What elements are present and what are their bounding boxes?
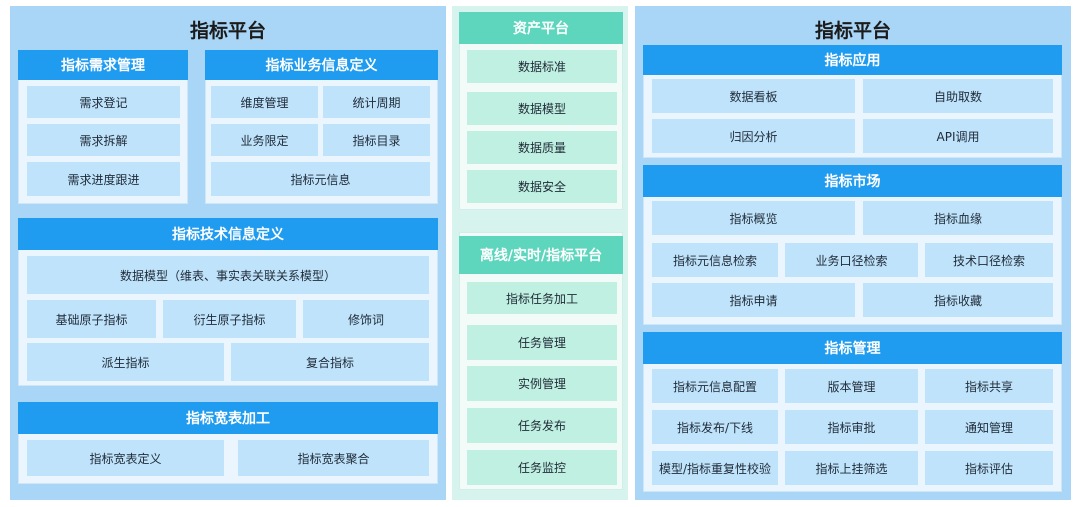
market-item[interactable]: 指标申请 — [652, 283, 855, 317]
business-item[interactable]: 统计周期 — [323, 86, 430, 118]
wide-table-header: 指标宽表加工 — [18, 402, 438, 434]
management-item[interactable]: 指标上挂筛选 — [785, 451, 918, 485]
application-item[interactable]: API调用 — [863, 119, 1053, 153]
management-item[interactable]: 指标元信息配置 — [652, 369, 778, 403]
market-item[interactable]: 指标元信息检索 — [652, 243, 778, 277]
technical-item[interactable]: 基础原子指标 — [27, 300, 156, 338]
metric-market-header: 指标市场 — [643, 165, 1062, 197]
demand-management-header: 指标需求管理 — [18, 50, 188, 80]
management-item[interactable]: 指标共享 — [925, 369, 1053, 403]
wide-table-item[interactable]: 指标宽表定义 — [27, 440, 224, 476]
business-item[interactable]: 业务限定 — [211, 124, 318, 156]
business-item[interactable]: 维度管理 — [211, 86, 318, 118]
management-item[interactable]: 指标发布/下线 — [652, 410, 778, 444]
demand-item[interactable]: 需求拆解 — [27, 124, 180, 156]
left-platform-title: 指标平台 — [189, 20, 266, 42]
technical-item[interactable]: 派生指标 — [27, 343, 224, 381]
technical-item[interactable]: 复合指标 — [231, 343, 429, 381]
offline-item[interactable]: 任务监控 — [467, 450, 617, 485]
market-item[interactable]: 技术口径检索 — [925, 243, 1053, 277]
business-item[interactable]: 指标元信息 — [211, 162, 430, 196]
asset-item[interactable]: 数据标准 — [467, 50, 617, 83]
asset-item[interactable]: 数据质量 — [467, 131, 617, 164]
offline-realtime-header: 离线/实时/指标平台 — [459, 236, 623, 274]
business-item[interactable]: 指标目录 — [323, 124, 430, 156]
management-item[interactable]: 指标评估 — [925, 451, 1053, 485]
offline-item[interactable]: 实例管理 — [467, 366, 617, 401]
asset-item[interactable]: 数据安全 — [467, 170, 617, 203]
offline-realtime-section — [459, 232, 623, 490]
management-item[interactable]: 指标审批 — [785, 410, 918, 444]
management-item[interactable]: 版本管理 — [785, 369, 918, 403]
demand-item[interactable]: 需求进度跟进 — [27, 162, 180, 196]
application-item[interactable]: 数据看板 — [652, 79, 855, 113]
offline-item[interactable]: 指标任务加工 — [467, 282, 617, 314]
offline-item[interactable]: 任务发布 — [467, 408, 617, 443]
business-definition-header: 指标业务信息定义 — [205, 50, 438, 80]
right-platform-title: 指标平台 — [814, 20, 891, 42]
market-item[interactable]: 指标血缘 — [863, 201, 1053, 235]
market-item[interactable]: 业务口径检索 — [785, 243, 918, 277]
technical-item[interactable]: 衍生原子指标 — [163, 300, 296, 338]
demand-item[interactable]: 需求登记 — [27, 86, 180, 118]
market-item[interactable]: 指标概览 — [652, 201, 855, 235]
metric-application-header: 指标应用 — [643, 45, 1062, 75]
technical-item[interactable]: 修饰词 — [303, 300, 429, 338]
management-item[interactable]: 模型/指标重复性校验 — [652, 451, 778, 485]
asset-platform-header: 资产平台 — [459, 12, 623, 44]
technical-item[interactable]: 数据模型（维表、事实表关联关系模型） — [27, 256, 429, 294]
application-item[interactable]: 归因分析 — [652, 119, 855, 153]
technical-definition-header: 指标技术信息定义 — [18, 218, 438, 250]
offline-item[interactable]: 任务管理 — [467, 325, 617, 360]
asset-item[interactable]: 数据模型 — [467, 92, 617, 125]
application-item[interactable]: 自助取数 — [863, 79, 1053, 113]
metric-management-header: 指标管理 — [643, 332, 1062, 364]
management-item[interactable]: 通知管理 — [925, 410, 1053, 444]
market-item[interactable]: 指标收藏 — [863, 283, 1053, 317]
wide-table-item[interactable]: 指标宽表聚合 — [238, 440, 429, 476]
